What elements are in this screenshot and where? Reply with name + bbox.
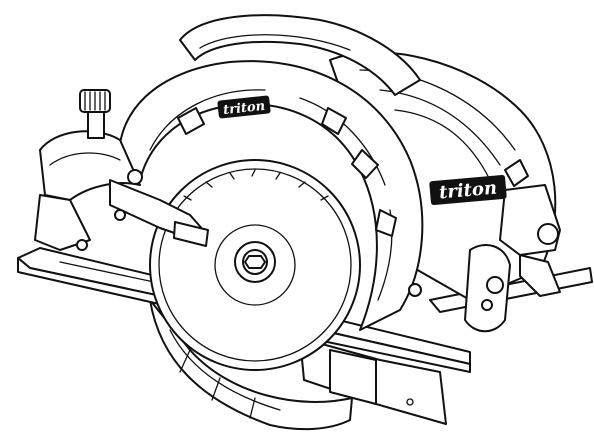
motor-housing-logo-text: triton — [438, 178, 498, 204]
motor-housing-logo: triton — [429, 174, 507, 206]
depth-knob — [79, 89, 111, 139]
blade-guard-logo: triton — [217, 95, 271, 119]
upper-blade-guard — [117, 60, 424, 331]
blade-guard-logo-text: triton — [223, 99, 266, 118]
rear-handle — [179, 14, 421, 96]
arbor-nut — [234, 241, 276, 283]
bevel-lever — [76, 169, 209, 251]
lower-blade-guard — [149, 299, 353, 431]
rip-fence — [299, 337, 447, 425]
depth-adjust-assembly — [408, 159, 561, 333]
